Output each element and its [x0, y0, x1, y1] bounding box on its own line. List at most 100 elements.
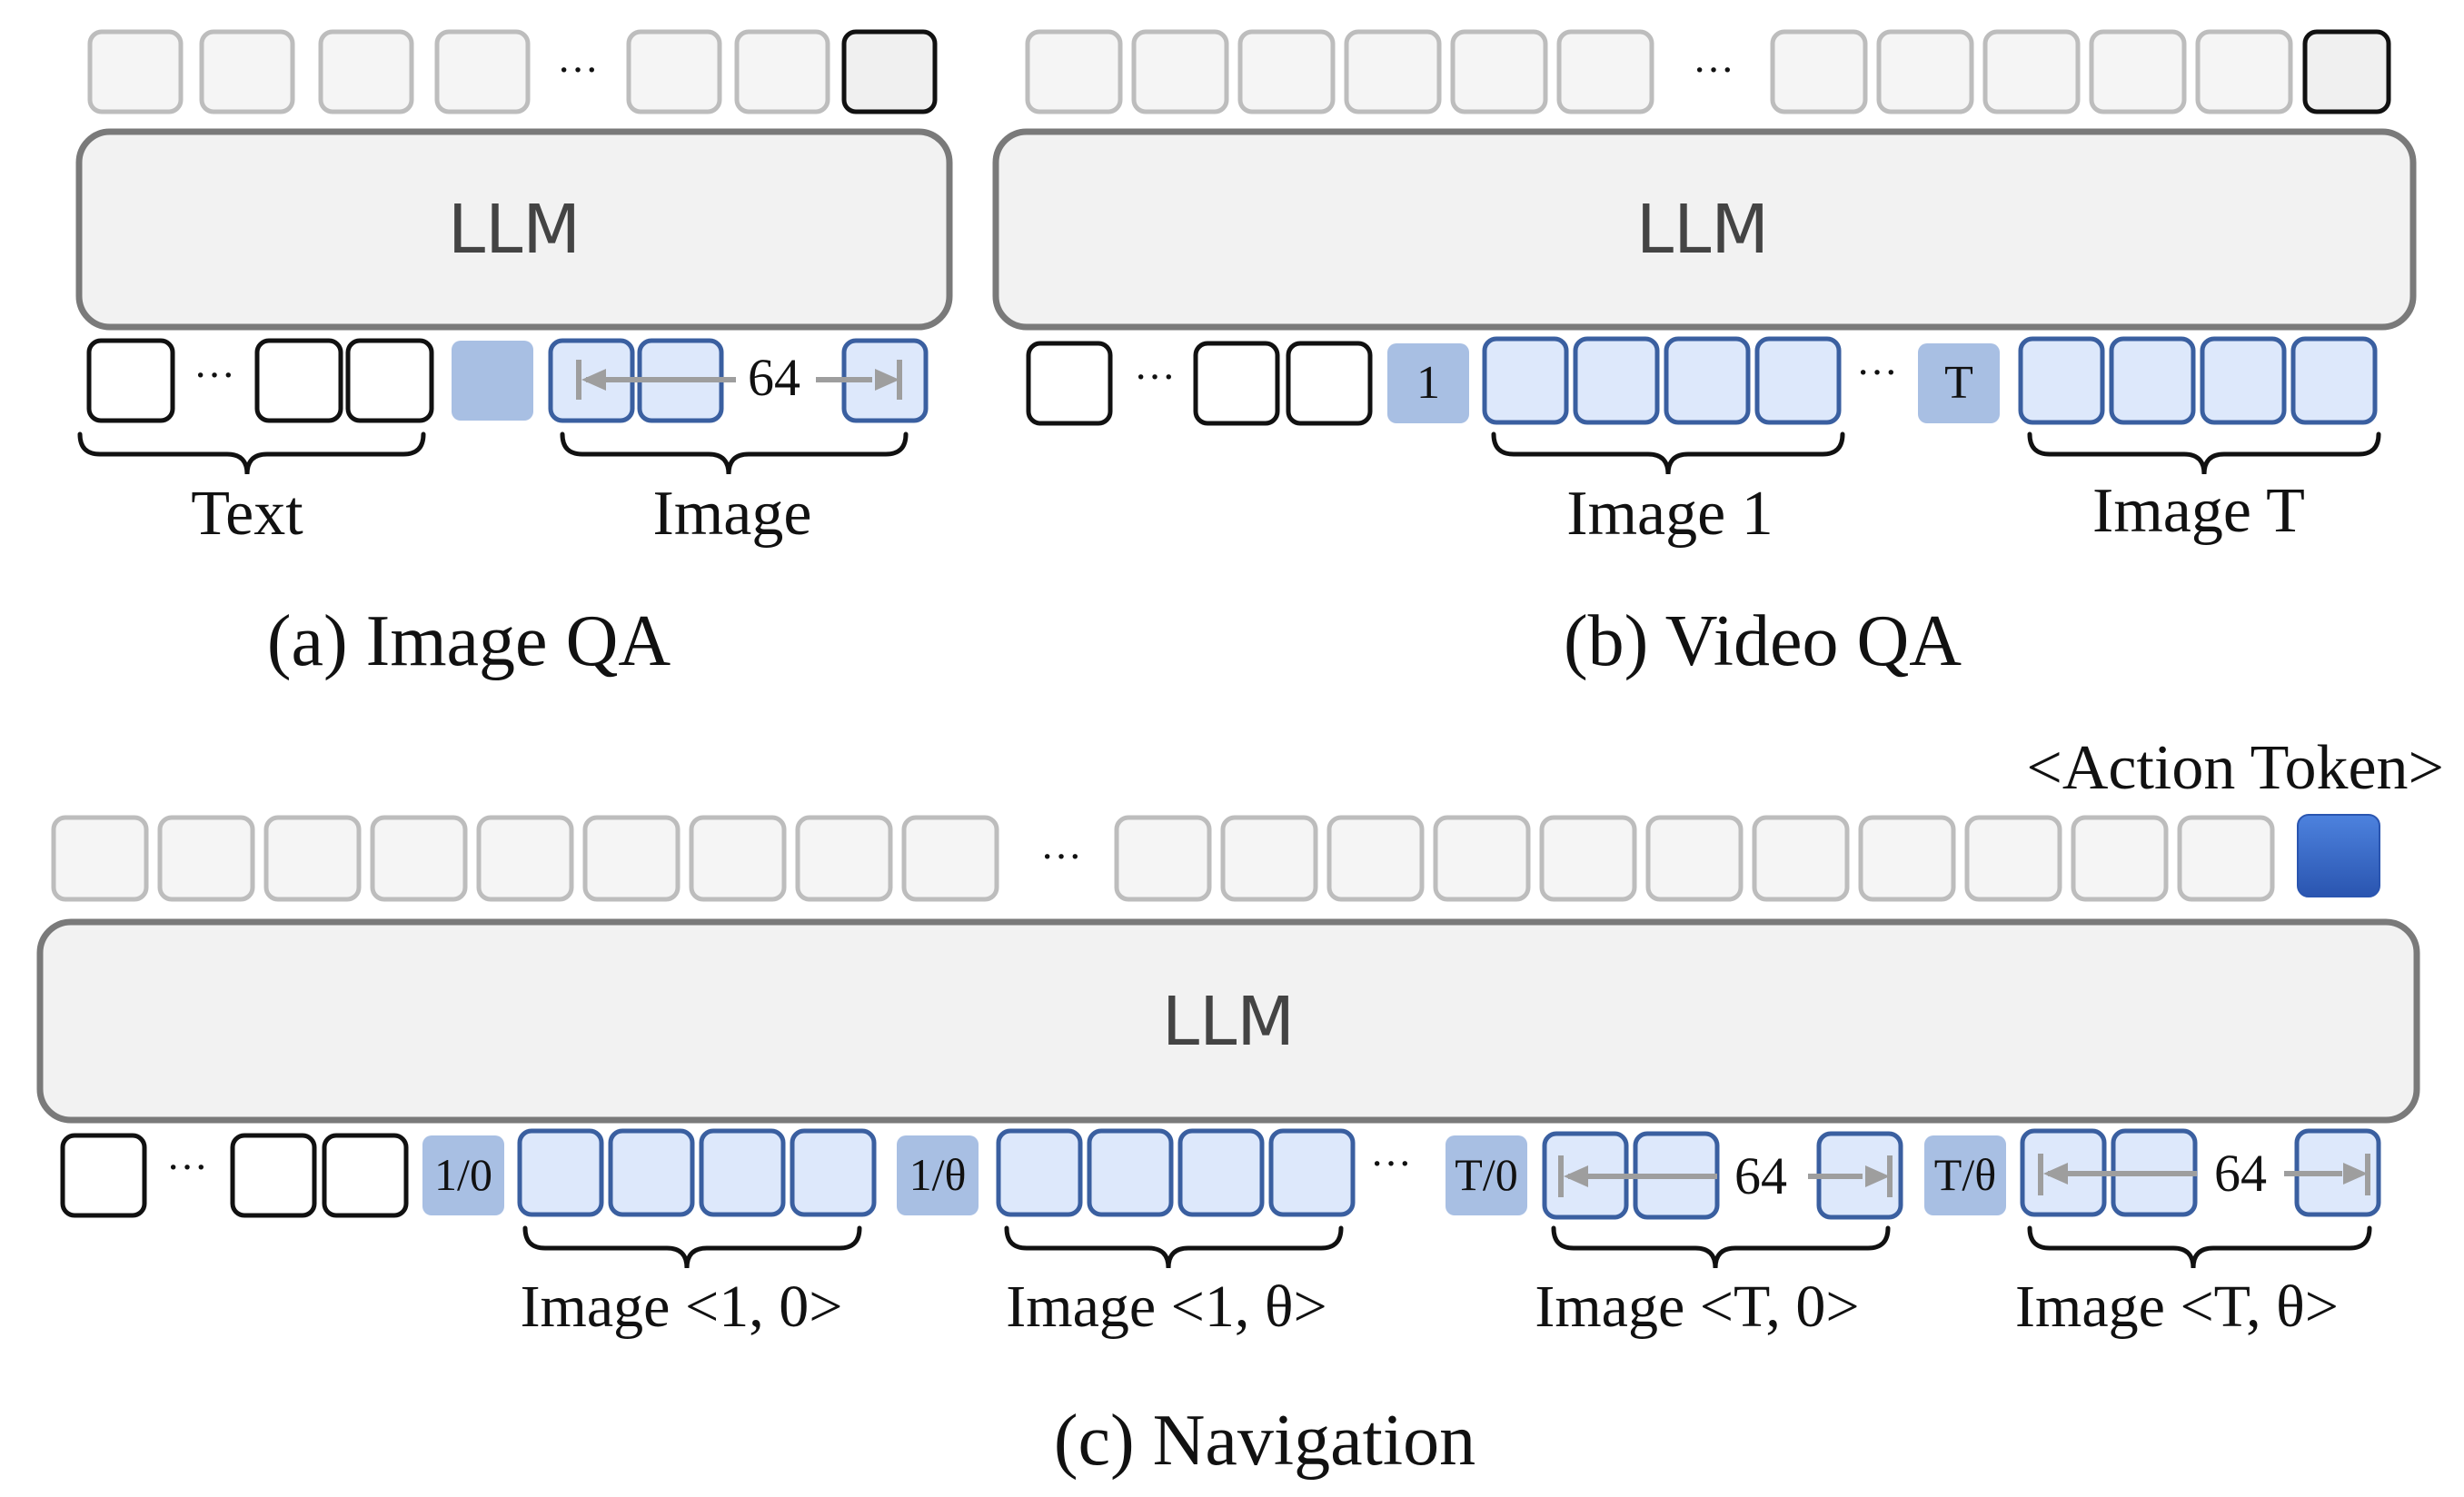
image-token — [1087, 1128, 1174, 1217]
text-token — [345, 338, 434, 423]
output-token — [434, 29, 531, 114]
brace-group — [77, 431, 909, 475]
output-token — [2195, 29, 2293, 114]
text-token-row — [60, 1133, 409, 1218]
image-last-brace — [2027, 431, 2381, 475]
output-token — [1982, 29, 2081, 114]
span-arrow — [1558, 1155, 1893, 1197]
output-token — [1876, 29, 1974, 114]
image-first-label: Image 1 — [1566, 479, 1773, 549]
output-token — [582, 815, 681, 902]
text-brace — [77, 431, 426, 475]
llm-block — [75, 128, 953, 331]
brace-group — [1491, 431, 2381, 475]
image-brace — [2027, 1225, 2372, 1269]
span-arrow — [576, 360, 902, 400]
panel-caption: (b) Video QA — [1564, 601, 1962, 681]
text-token — [1193, 341, 1280, 426]
output-token-final — [2302, 29, 2391, 114]
image-token-row — [2018, 336, 2378, 425]
output-token — [263, 815, 362, 902]
output-token — [199, 29, 295, 114]
output-token — [1556, 29, 1654, 114]
image-token-row — [517, 1128, 877, 1217]
output-token — [1237, 29, 1336, 114]
ellipsis: ··· — [1370, 1140, 1412, 1186]
llm-label: LLM — [1162, 983, 1295, 1061]
ellipsis: ··· — [166, 1144, 208, 1190]
image-token — [1177, 1128, 1265, 1217]
image-token — [517, 1128, 604, 1217]
image-brace — [1004, 1225, 1344, 1269]
image-brace — [560, 431, 909, 475]
frame-marker-token — [1387, 343, 1469, 423]
image-token — [1482, 336, 1569, 425]
image-token — [699, 1128, 786, 1217]
llm-label: LLM — [1636, 191, 1769, 269]
panel-caption: (c) Navigation — [1054, 1401, 1475, 1481]
view-marker-token — [1924, 1135, 2006, 1215]
ellipsis: ··· — [194, 352, 235, 398]
output-token — [1539, 815, 1637, 902]
panel-video-qa: ··· LLM ··· 1 ··· T — [992, 29, 2417, 681]
output-token — [2071, 815, 2169, 902]
output-token-row — [87, 29, 830, 114]
output-token-row — [51, 815, 2275, 902]
output-token — [2089, 29, 2187, 114]
text-token — [322, 1133, 409, 1218]
output-token — [87, 29, 184, 114]
panel-image-qa: ··· LLM ··· 64 Text Im — [75, 29, 953, 681]
image-token — [2200, 336, 2287, 425]
span-arrow — [2038, 1154, 2370, 1195]
view-marker-token — [897, 1135, 979, 1215]
image-token-row — [1482, 336, 1842, 425]
text-token — [86, 338, 175, 423]
llm-block — [992, 128, 2417, 331]
image-token — [1664, 336, 1751, 425]
image-token — [790, 1128, 877, 1217]
output-token — [626, 29, 722, 114]
image-token — [1268, 1128, 1356, 1217]
output-token — [1858, 815, 1956, 902]
text-token — [230, 1133, 317, 1218]
output-token-row — [1025, 29, 2293, 114]
image-token — [996, 1128, 1083, 1217]
text-token — [60, 1133, 147, 1218]
frame-marker-label: 1 — [1416, 357, 1440, 409]
image-token — [2018, 336, 2105, 425]
action-token-label: <Action Token> — [2026, 733, 2444, 803]
ellipsis: ··· — [1134, 353, 1176, 400]
output-token-final — [841, 29, 938, 114]
ellipsis: ··· — [1693, 46, 1734, 93]
ellipsis: ··· — [1040, 833, 1082, 879]
output-token — [157, 815, 255, 902]
output-token — [1433, 815, 1531, 902]
frame-marker-token — [1918, 343, 2000, 423]
output-token — [1964, 815, 2062, 902]
view-marker-token — [1446, 1135, 1527, 1215]
image-span-label: Image <1, θ> — [1006, 1274, 1326, 1340]
text-token-row — [1026, 341, 1373, 426]
image-token — [2109, 336, 2196, 425]
output-token — [1770, 29, 1868, 114]
panel-navigation: <Action Token> ··· LLM — [36, 733, 2444, 1481]
text-token-row — [86, 338, 434, 423]
brace-group — [522, 1225, 2372, 1269]
image-token — [1754, 336, 1842, 425]
output-token — [1220, 815, 1318, 902]
image-span-label: Image <1, 0> — [521, 1274, 843, 1340]
image-marker-token — [452, 341, 533, 421]
ellipsis: ··· — [557, 46, 599, 93]
image-token — [2290, 336, 2378, 425]
output-token — [1752, 815, 1850, 902]
image-span-label: Image — [653, 479, 812, 549]
view-marker-label: 1/0 — [434, 1149, 492, 1200]
output-token — [370, 815, 468, 902]
frame-marker-label: T — [1944, 357, 1973, 409]
text-token — [1286, 341, 1373, 426]
output-token — [1025, 29, 1123, 114]
span-size-label: 64 — [2214, 1144, 2267, 1203]
text-token — [1026, 341, 1113, 426]
view-marker-label: T/θ — [1934, 1149, 1996, 1200]
